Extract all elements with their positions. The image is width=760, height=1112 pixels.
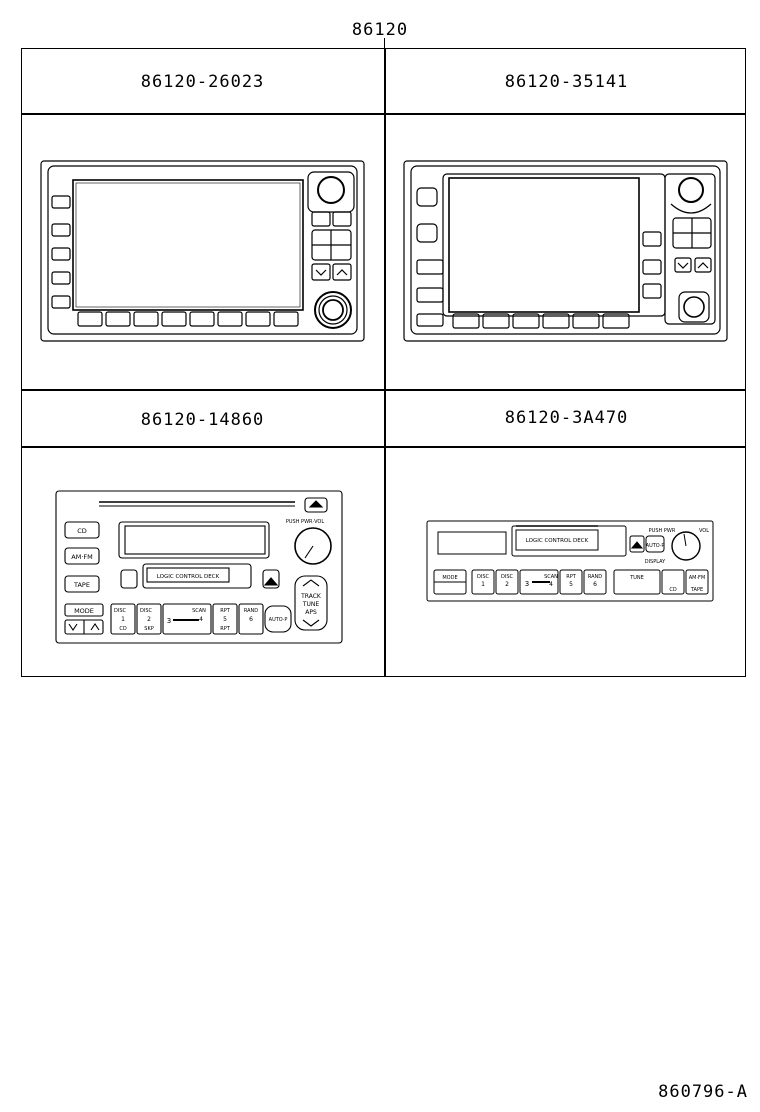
tune-label: TUNE	[629, 575, 644, 581]
grid-divider-row2-header	[21, 446, 746, 448]
part-number-3: 86120-14860	[140, 410, 265, 430]
part-number-2: 86120-35141	[504, 72, 629, 92]
nav-unit-26023-drawing	[40, 160, 365, 342]
rand-label: RAND	[588, 574, 602, 580]
part-number-4: 86120-3A470	[504, 408, 629, 428]
tape-label: TAPE	[690, 587, 703, 593]
tune-label: TUNE	[302, 601, 320, 608]
cd-label: CD	[669, 587, 676, 593]
display-label: DISPLAY	[645, 559, 666, 565]
scan-label: SCAN	[192, 608, 206, 614]
preset-5-label: 5	[569, 581, 573, 588]
preset-3-label: 3	[167, 617, 171, 625]
aps-label: APS	[305, 609, 317, 616]
deck-label: LOGIC CONTROL DECK	[526, 538, 589, 544]
preset-2-label: 2	[147, 616, 151, 623]
nav-unit-35141-drawing	[403, 160, 728, 342]
tape-button-label: TAPE	[73, 581, 90, 589]
radio-unit-14860-drawing: CD AM·FM TAPE MODE LOGIC CONTROL DECK PU…	[55, 490, 343, 644]
disc-down-label: DISC	[114, 608, 126, 614]
cd-button-label: CD	[77, 527, 87, 535]
radio-unit-3a470-drawing: LOGIC CONTROL DECK PUSH PWR VOL AUTO·P D…	[426, 520, 714, 602]
deck-label: LOGIC CONTROL DECK	[157, 574, 220, 580]
disc-up-label: DISC	[140, 608, 152, 614]
part-number-1: 86120-26023	[140, 72, 265, 92]
assembly-number: 86120	[351, 20, 409, 40]
track-label: TRACK	[300, 593, 322, 600]
cd-sub-label: CD	[119, 626, 126, 632]
preset-5-label: 5	[223, 616, 227, 623]
disc-down-label: DISC	[477, 574, 489, 580]
preset-2-label: 2	[505, 581, 509, 588]
skp-label: SKP	[144, 626, 153, 632]
preset-4-label: 4	[549, 581, 553, 588]
grid-divider-row1-header	[21, 113, 746, 115]
pwr-label: PUSH PWR	[649, 528, 676, 534]
amfm-label: AM·FM	[689, 575, 706, 581]
rpt-label: RPT	[220, 608, 230, 614]
disc-up-label: DISC	[501, 574, 513, 580]
illustration-code: 860796-A	[658, 1082, 748, 1102]
preset-4-label: 4	[199, 616, 203, 623]
scan-label: SCAN	[544, 574, 558, 580]
preset-1-label: 1	[481, 581, 485, 588]
amfm-button-label: AM·FM	[71, 553, 92, 561]
preset-6-label: 6	[249, 616, 253, 623]
auto-p-label: AUTO·P	[269, 617, 288, 623]
auto-p-label: AUTO·P	[646, 543, 665, 549]
leader-line	[384, 38, 385, 50]
preset-3-label: 3	[525, 580, 529, 588]
rpt-sub-label: RPT	[220, 626, 230, 632]
mode-label: MODE	[442, 575, 457, 581]
preset-1-label: 1	[121, 616, 125, 623]
grid-divider-middle	[21, 389, 746, 391]
parts-grid	[21, 48, 746, 677]
grid-divider-vertical	[384, 48, 386, 677]
rand-label: RAND	[244, 608, 258, 614]
mode-button-label: MODE	[74, 607, 94, 615]
pwr-vol-label: PUSH PWR·VOL	[286, 519, 324, 525]
rpt-label: RPT	[566, 574, 576, 580]
preset-6-label: 6	[593, 581, 597, 588]
vol-label: VOL	[699, 528, 709, 534]
